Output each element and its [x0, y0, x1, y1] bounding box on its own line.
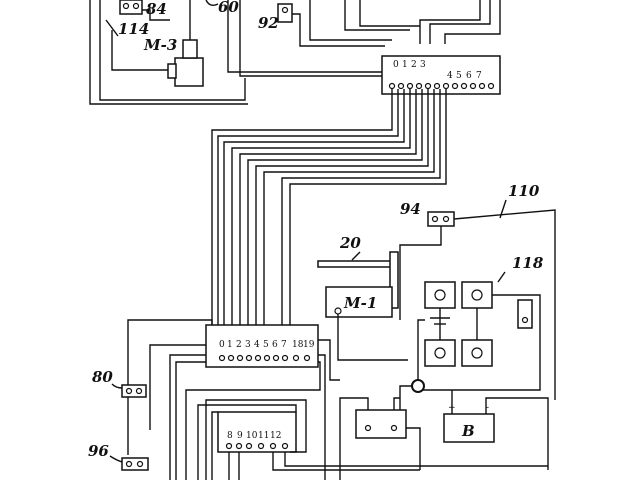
svg-text:18: 18	[292, 340, 304, 350]
svg-text:4: 4	[447, 71, 453, 81]
svg-text:2: 2	[411, 60, 417, 70]
label-b: B	[461, 422, 475, 440]
label-92: 92	[258, 14, 279, 32]
svg-text:11: 11	[258, 431, 269, 441]
svg-text:5: 5	[263, 340, 269, 350]
svg-text:6: 6	[272, 340, 278, 350]
svg-text:0: 0	[393, 60, 399, 70]
svg-text:3: 3	[245, 340, 251, 350]
label-80: 80	[92, 368, 113, 386]
label-60: 60	[218, 0, 239, 16]
bottom-terminal-labels: 8 9 10 11 12	[227, 431, 281, 441]
svg-text:1: 1	[227, 340, 233, 350]
svg-text:19: 19	[303, 340, 315, 350]
svg-text:6: 6	[466, 71, 472, 81]
svg-text:8: 8	[227, 431, 233, 441]
upper-section: 84 60 92 114 M-3 0 1	[89, 0, 501, 105]
svg-text:3: 3	[420, 60, 426, 70]
motor-m3	[174, 57, 204, 87]
connector-block	[355, 409, 407, 439]
label-20: 20	[339, 234, 361, 252]
actuator-rod-20	[317, 260, 393, 268]
relay-118	[420, 281, 541, 391]
lower-section: 94 110 20 M-1 118	[88, 182, 556, 480]
switch-94	[427, 211, 455, 227]
battery-b	[443, 413, 495, 443]
switch-80	[121, 384, 147, 398]
svg-text:10: 10	[246, 431, 258, 441]
label-94: 94	[400, 200, 421, 218]
battery-minus: -	[486, 403, 489, 413]
svg-text:5: 5	[456, 71, 462, 81]
relay-aux	[517, 299, 533, 329]
upper-terminal-pins	[388, 82, 495, 90]
svg-text:4: 4	[254, 340, 260, 350]
lower-terminal-labels: 0 1 2 3 4 5 6 7 18 19	[219, 340, 315, 350]
bottom-terminal-pins	[225, 442, 289, 450]
label-110: 110	[508, 182, 540, 200]
lower-terminal-strip	[205, 324, 319, 368]
label-114: 114	[118, 20, 149, 38]
lower-terminal-pins	[218, 354, 311, 362]
label-m1: M-1	[343, 294, 377, 312]
upper-terminal-labels: 0 1 2 3 4 5 6 7	[393, 60, 482, 81]
svg-text:7: 7	[281, 340, 287, 350]
svg-text:12: 12	[270, 431, 281, 441]
svg-text:9: 9	[237, 431, 243, 441]
label-m3: M-3	[143, 36, 177, 54]
label-96: 96	[88, 442, 109, 460]
svg-text:2: 2	[236, 340, 242, 350]
svg-text:7: 7	[476, 71, 482, 81]
label-84: 84	[146, 0, 167, 18]
cable-bundle	[211, 89, 447, 325]
junction-node	[411, 379, 425, 393]
svg-text:0: 0	[219, 340, 225, 350]
label-118: 118	[512, 254, 544, 272]
svg-text:1: 1	[402, 60, 408, 70]
